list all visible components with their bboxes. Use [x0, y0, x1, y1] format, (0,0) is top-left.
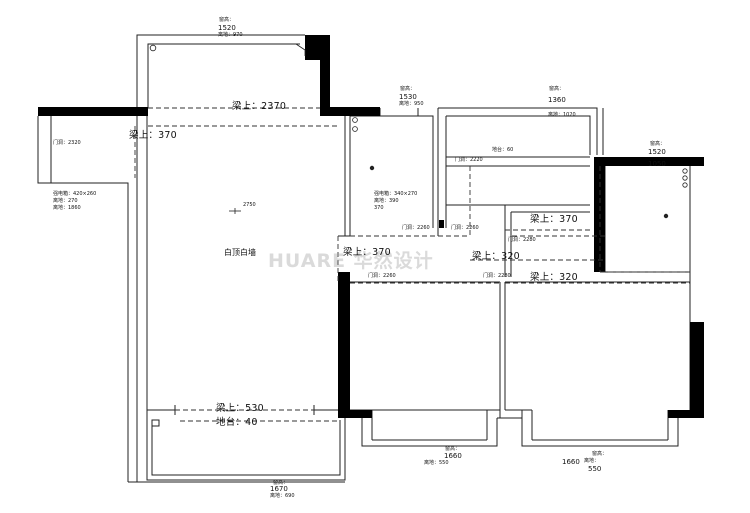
beam-living-bottom: 梁上：530: [216, 403, 264, 414]
kitchen-window-title: 窗高：: [400, 86, 416, 92]
beam-top-label: 梁上：2370: [232, 101, 287, 112]
bath-platform: 地台：60: [492, 147, 514, 153]
solid-walls: [38, 35, 704, 418]
bed1-window-title: 窗高：: [445, 446, 461, 452]
ac-left-floor: 离地：1860: [53, 205, 81, 211]
door-2280-b: 门洞：2280: [483, 273, 511, 279]
bath-window-title: 窗高：: [549, 86, 565, 92]
beam-320-a: 梁上：320: [472, 251, 520, 262]
beam-left-label: 梁上：370: [129, 130, 177, 141]
bed2-window-title: 窗高：: [592, 451, 608, 457]
bed1-window-sill: 离地：550: [424, 460, 449, 466]
kitchen-box-h1: 离地：390: [374, 198, 399, 204]
bath-window-sill: 离地：1020: [548, 112, 576, 118]
bed2-window-width: 1660: [562, 458, 580, 466]
balcony-window-width: 1670: [270, 485, 288, 493]
ac-left-height: 离地：270: [53, 198, 78, 204]
beam-370-right: 梁上：370: [530, 214, 578, 225]
door-2260-a: 门洞：2260: [402, 225, 430, 231]
beam-corridor: 梁上：370: [343, 247, 391, 258]
bed1-window-width: 1660: [444, 452, 462, 460]
kitchen-window-sill: 离地：950: [399, 101, 424, 107]
right-window-title: 窗高：: [650, 141, 666, 147]
door-2220: 门洞：2220: [455, 157, 483, 163]
balcony-rail: 地台：40: [216, 417, 258, 428]
door-2280-a: 门洞：2280: [508, 237, 536, 243]
bath-window-width: 1360: [548, 96, 566, 104]
right-window-sill: 1050: [648, 160, 666, 168]
kitchen-window-width: 1530: [399, 93, 417, 101]
ceiling-mark: 2750: [243, 202, 256, 208]
kitchen-box-size: 强电箱：340×270: [374, 191, 418, 197]
watermark: HUARE 华然设计: [268, 250, 434, 272]
fixtures: [149, 43, 688, 219]
door-2260-b: 门洞：2260: [451, 225, 479, 231]
dashed-beams: [134, 107, 690, 422]
top-window-sill: 离地：970: [218, 32, 243, 38]
bed2-window-sill: 550: [588, 465, 602, 473]
beam-320-b: 梁上：320: [530, 272, 578, 283]
ceiling-note: 白顶白墙: [224, 248, 256, 257]
door-2260-c: 门洞：2260: [368, 273, 396, 279]
balcony-window-sill: 离地：690: [270, 493, 295, 499]
top-window-title: 窗高：: [219, 17, 235, 23]
ac-left-size: 强电箱：420×260: [53, 191, 97, 197]
kitchen-box-h2: 370: [374, 205, 384, 211]
balcony-window-title: 窗高：: [273, 480, 289, 486]
bed2-window-sill-label: 离地：: [584, 458, 600, 464]
top-window-width: 1520: [218, 24, 236, 32]
right-window-width: 1520: [648, 148, 666, 156]
door-left-label: 门洞：2320: [53, 140, 81, 146]
